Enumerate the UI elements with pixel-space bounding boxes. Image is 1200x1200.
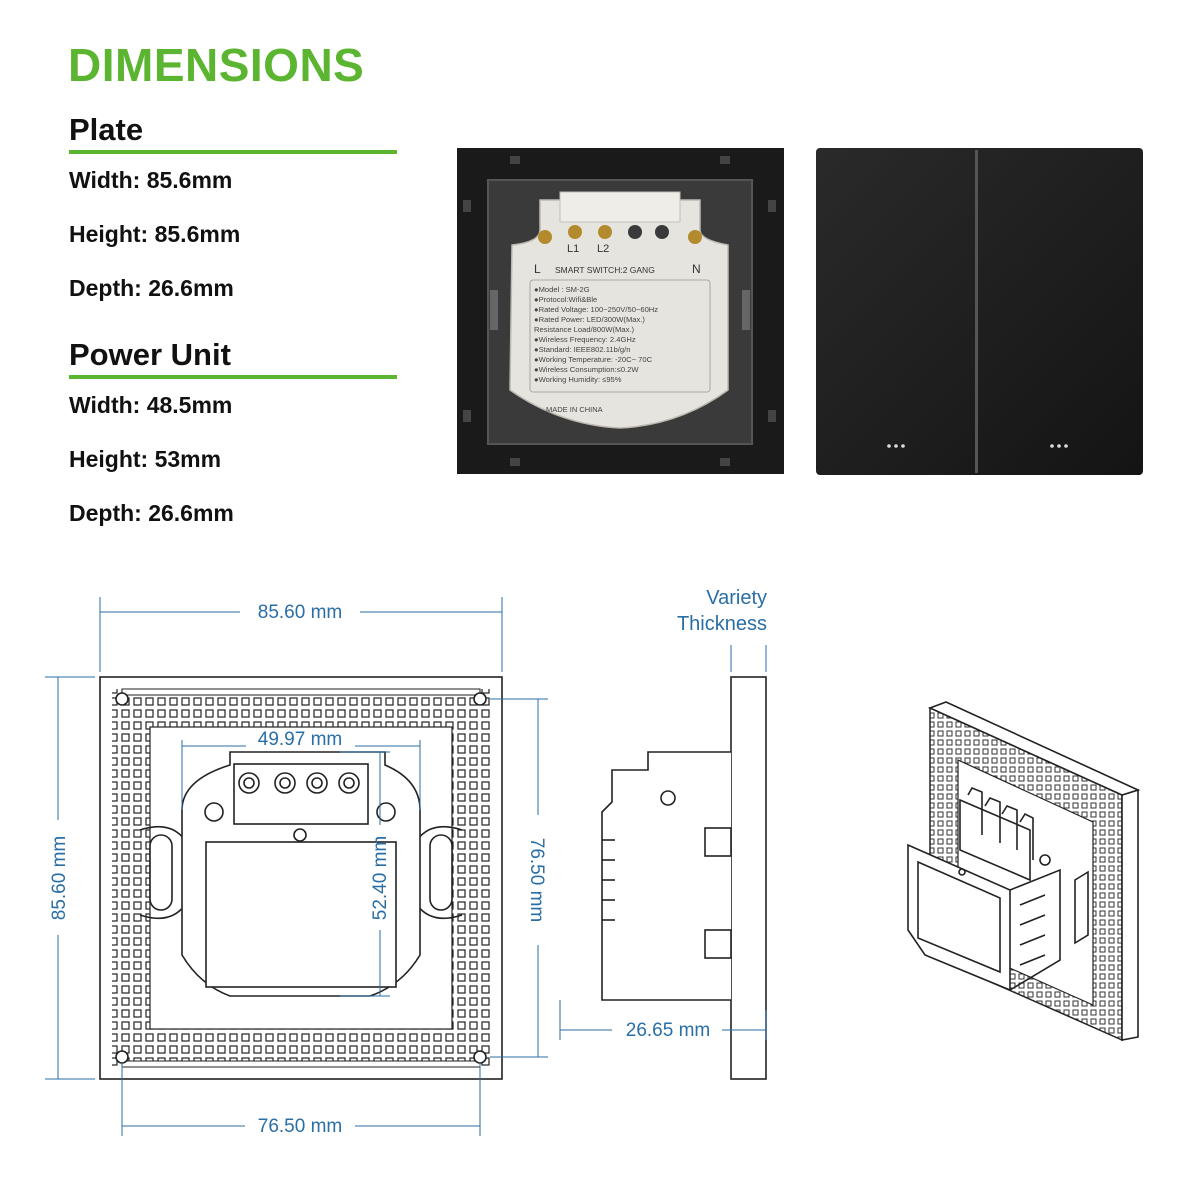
module-spec-lines: ●Model : SM-2G ●Protocol:Wifi&Ble ●Rated… (534, 285, 658, 384)
depth-dimension: 26.65 mm (626, 1020, 710, 1041)
module-header: SMART SWITCH:2 GANG (555, 265, 655, 275)
plate-height-dimension: 85.60 mm (49, 836, 70, 920)
page-title: DIMENSIONS (68, 39, 365, 91)
front-panel (816, 148, 1143, 475)
terminal-l-label: L (534, 262, 541, 276)
mount-width-dimension: 76.50 mm (258, 1116, 342, 1137)
indicator-dot (887, 444, 891, 448)
module-spec-line: ●Rated Voltage: 100~250V/50~60Hz (534, 305, 658, 314)
terminal-screw (688, 230, 702, 244)
module-spec-line: ●Protocol:Wifi&Ble (534, 295, 597, 304)
power-unit-width: Width: 48.5mm (69, 392, 233, 418)
terminal-screw (655, 225, 669, 239)
module-spec-line: ●Model : SM-2G (534, 285, 590, 294)
side-drawing (601, 676, 767, 1080)
module-spec-line: ●Wireless Frequency: 2.4GHz (534, 335, 636, 344)
terminal-l2-label: L2 (597, 243, 609, 255)
variety-label-line2: Thickness (677, 613, 767, 635)
module-spec-line: ●Standard: IEEE802.11b/g/n (534, 345, 630, 354)
power-unit-divider (69, 375, 397, 379)
module-spec-line: ●Rated Power: LED/300W(Max.) (534, 315, 645, 324)
module-spec-line: Resistance Load/800W(Max.) (534, 325, 634, 334)
power-unit-heading: Power Unit (69, 337, 231, 372)
side-dimensions: Variety Thickness 26.65 mm (559, 587, 767, 1041)
back-drawing (99, 676, 503, 1080)
back-view-photo: L1 L2 L N SMART SWITCH:2 GANG ●Model : S… (457, 148, 784, 474)
power-module (509, 199, 729, 429)
unit-height-dimension: 52.40 mm (370, 836, 391, 920)
plate-width: Width: 85.6mm (69, 167, 233, 193)
module-label-area (205, 841, 397, 988)
front-view-photo (816, 148, 1143, 475)
power-unit-height: Height: 53mm (69, 446, 222, 472)
plate-heading: Plate (69, 112, 144, 147)
module-spec-line: ●Wireless Consumption:≤0.2W (534, 365, 639, 374)
power-unit-depth: Depth: 26.6mm (69, 500, 234, 526)
module-spec-line: ●Working Temperature: -20C~ 70C (534, 355, 653, 364)
plate-outline (99, 676, 503, 1080)
terminal-screw (628, 225, 642, 239)
terminal-screw (598, 225, 612, 239)
side-plate (730, 676, 767, 1080)
terminal-n-label: N (692, 262, 701, 276)
variety-label-line1: Variety (706, 587, 767, 609)
module-origin: MADE IN CHINA (546, 405, 603, 414)
mount-height-dimension: 76.50 mm (526, 838, 547, 922)
plate-divider (69, 150, 397, 154)
plate-height: Height: 85.6mm (69, 221, 241, 247)
plate-width-dimension: 85.60 mm (258, 602, 342, 623)
back-dimensions: 85.60 mm 85.60 mm 49.97 mm 52.40 mm 76.5… (45, 597, 548, 1137)
indicator-dot (901, 444, 905, 448)
terminal-l1-label: L1 (567, 243, 579, 255)
indicator-dot (1057, 444, 1061, 448)
plate-depth: Depth: 26.6mm (69, 275, 234, 301)
indicator-dot (894, 444, 898, 448)
indicator-dot (1064, 444, 1068, 448)
indicator-dot (1050, 444, 1054, 448)
isometric-drawing (907, 701, 1141, 1042)
side-module (601, 751, 731, 1001)
gang-divider (975, 150, 978, 473)
unit-width-dimension: 49.97 mm (258, 729, 342, 750)
module-spec-line: ●Working Humidity: ≤95% (534, 375, 622, 384)
terminal-screw (538, 230, 552, 244)
terminal-screw (568, 225, 582, 239)
